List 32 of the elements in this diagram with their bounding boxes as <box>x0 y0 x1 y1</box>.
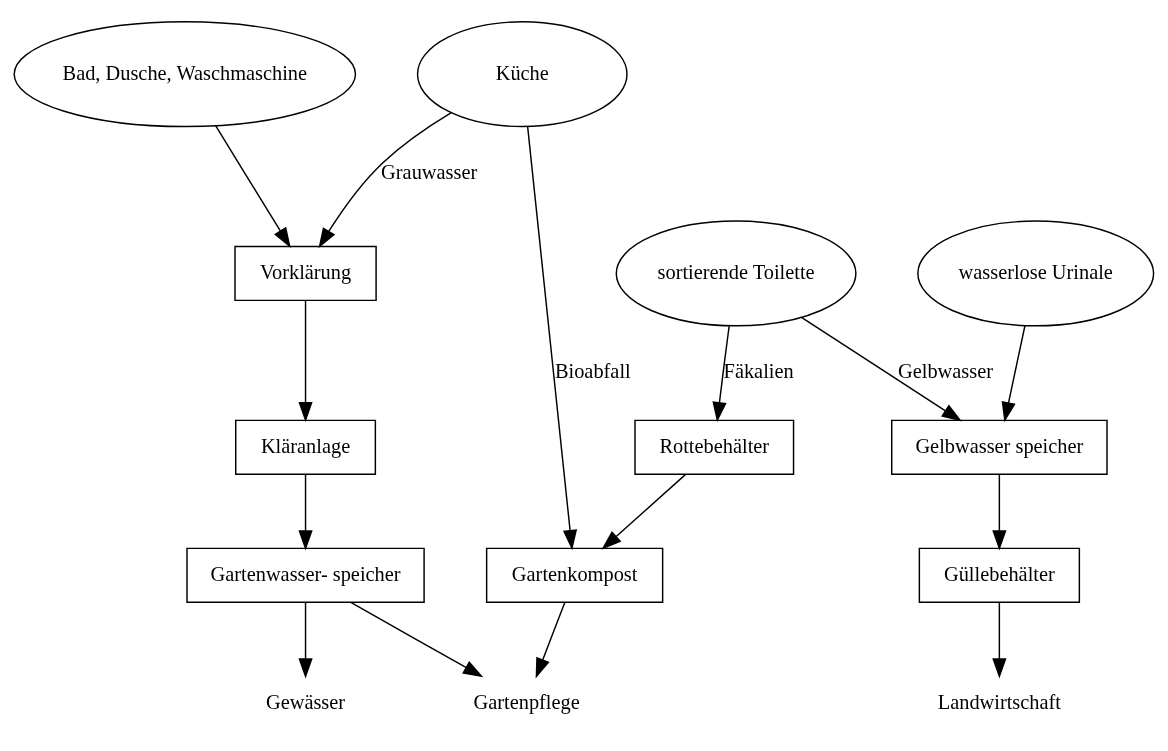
node-box: Gartenkompost <box>485 547 664 603</box>
node-box: Kläranlage <box>235 419 377 475</box>
node-box: Gelbwasser speicher <box>891 419 1108 475</box>
arrow <box>214 124 291 248</box>
arrow <box>526 125 578 550</box>
arrow <box>712 324 730 422</box>
arrow <box>535 601 566 678</box>
edge-label: Grauwasser <box>381 160 478 183</box>
arrow <box>318 111 452 248</box>
edge-label: Fäkalien <box>723 359 794 382</box>
node-ellipse: Küche <box>416 20 628 127</box>
node-box: Vorklärung <box>234 245 377 301</box>
arrow <box>1001 324 1026 422</box>
arrow <box>298 473 313 551</box>
node-text: Gartenpflege <box>473 690 580 713</box>
node-text: Landwirtschaft <box>937 690 1061 713</box>
arrow <box>801 316 962 422</box>
edge-label: Gelbwasser <box>898 359 994 382</box>
node-box: Gartenwasser- speicher <box>186 547 425 603</box>
node-box: Rottebehälter <box>634 419 795 475</box>
edge-label: Bioabfall <box>554 359 631 382</box>
node-text: Gewässer <box>265 690 346 713</box>
arrow <box>298 601 313 679</box>
node-ellipse: sortierende Toilette <box>615 219 857 327</box>
arrow <box>350 601 484 677</box>
arrow <box>298 299 313 422</box>
arrow <box>601 473 687 550</box>
node-box: Güllebehälter <box>918 547 1081 603</box>
node-ellipse: wasserlose Urinale <box>917 219 1155 327</box>
node-ellipse: Bad, Dusche, Waschmaschine <box>13 20 357 127</box>
arrow <box>992 601 1007 679</box>
arrow <box>992 473 1007 551</box>
